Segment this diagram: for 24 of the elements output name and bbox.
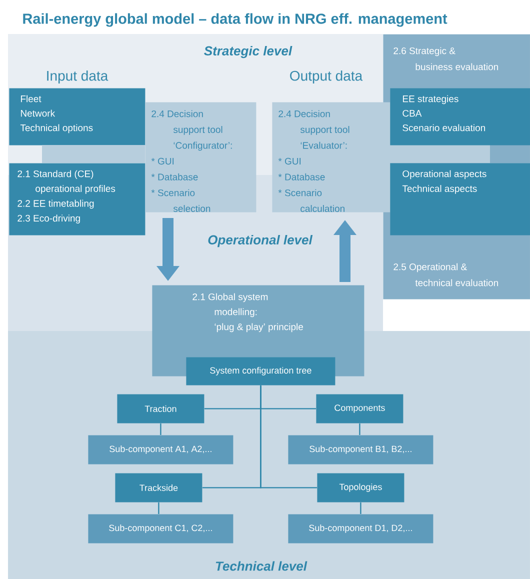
tree-line <box>360 502 362 514</box>
tree-line <box>160 423 162 435</box>
section-heading: Input data <box>47 70 108 84</box>
section-heading: Output data <box>290 70 363 84</box>
sub-component-box: Sub-component A1, A2,... <box>88 435 234 464</box>
category-box: Traction <box>117 394 204 424</box>
tree-line <box>260 385 317 488</box>
tree-line <box>158 502 160 514</box>
output-box: EE strategies CBA Scenario evaluation <box>390 88 530 146</box>
sub-component-box: Sub-component D1, D2,... <box>288 514 434 544</box>
title: Rail-energy global model – data flow in NRG eff. management <box>23 13 448 27</box>
category-box: Components <box>316 394 404 424</box>
level-heading: Strategic level <box>204 46 292 58</box>
category-box: Trackside <box>115 473 202 502</box>
sub-component-box: Sub-component B1, B2,... <box>288 435 434 464</box>
input-box: 2.1 Standard (CE) operational profiles 2.2 EE timetabling 2.3 Eco-driving <box>9 163 146 236</box>
output-box: Operational aspects Technical aspects <box>390 163 530 236</box>
tree-line <box>359 423 360 435</box>
input-box: Fleet Network Technical options <box>9 88 146 146</box>
sub-component-box: Sub-component C1, C2,... <box>88 514 234 544</box>
level-heading: Operational level <box>208 234 313 248</box>
category-box: Topologies <box>317 473 404 502</box>
level-heading: Technical level <box>216 561 308 571</box>
tree-root-box: System configuration tree <box>186 357 336 386</box>
